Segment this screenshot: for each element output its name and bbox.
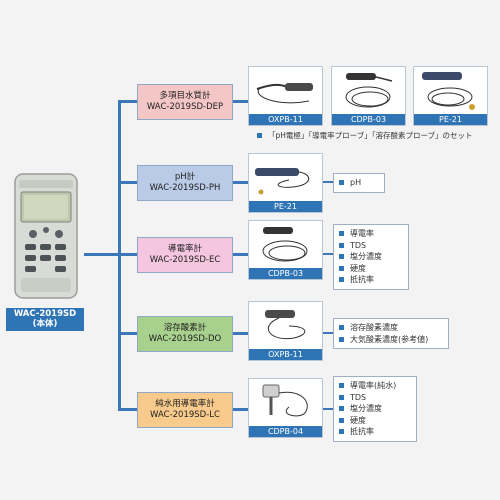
probe-image — [422, 72, 475, 110]
probe-image — [265, 310, 306, 340]
feature-list-do: 溶存酸素濃度 大気酸素濃度(参考値) — [333, 318, 449, 349]
bullet-icon — [339, 325, 344, 331]
feature-item: 塩分濃度 — [339, 251, 403, 263]
feature-item: TDS — [339, 392, 411, 404]
feature-item: 大気酸素濃度(参考値) — [339, 334, 443, 346]
branch-line-2 — [118, 181, 137, 184]
feature-item: 導電率 — [339, 228, 403, 240]
probe-card-oxpb-11-do: OXPB-11 — [248, 301, 323, 361]
category-name: 導電率計 — [167, 244, 202, 254]
bullet-icon — [339, 277, 344, 283]
cat-link-2 — [233, 181, 248, 184]
bullet-icon — [339, 394, 344, 400]
category-model: WAC-2019SD-DO — [148, 334, 222, 344]
probe-card-cdpb-03: CDPB-03 — [331, 66, 406, 126]
bullet-icon — [339, 383, 344, 389]
bullet-icon — [339, 180, 344, 186]
category-box-ec: 導電率計 WAC-2019SD-EC — [137, 237, 233, 273]
feature-item: pH — [339, 177, 379, 189]
category-box-lc: 純水用導電率計 WAC-2019SD-LC — [137, 392, 233, 428]
probe-card-cdpb-04: CDPB-04 — [248, 378, 323, 438]
feat-link-3 — [323, 253, 333, 255]
feature-item: TDS — [339, 240, 403, 252]
feature-item: 導電率(純水) — [339, 380, 411, 392]
feature-item: 溶存酸素濃度 — [339, 322, 443, 334]
cat-link-5 — [233, 408, 248, 411]
main-unit-label: WAC-2019SD (本体) — [6, 308, 84, 331]
set-note: 「pH電極」「導電率プローブ」「溶存酸素プローブ」のセット — [257, 130, 473, 141]
feature-item: 抵抗率 — [339, 426, 411, 438]
cat-link-4 — [233, 332, 248, 335]
probe-card-pe-21: PE-21 — [248, 153, 323, 213]
probe-label: PE-21 — [249, 201, 322, 212]
main-unit-subtitle: (本体) — [32, 319, 58, 329]
probe-label: PE-21 — [414, 114, 487, 125]
category-box-ph: pH計 WAC-2019SD-PH — [137, 165, 233, 201]
probe-image — [262, 227, 308, 262]
category-name: 純水用導電率計 — [155, 399, 215, 409]
probe-card-pe-21-set: PE-21 — [413, 66, 488, 126]
probe-image — [345, 73, 393, 108]
main-unit-model: WAC-2019SD — [13, 309, 77, 319]
feature-list-lc: 導電率(純水) TDS 塩分濃度 硬度 抵抗率 — [333, 376, 417, 442]
feat-link-2 — [323, 181, 333, 183]
feature-list-ec: 導電率 TDS 塩分濃度 硬度 抵抗率 — [333, 224, 409, 290]
probe-label: CDPB-04 — [249, 426, 322, 437]
probe-image — [256, 83, 313, 104]
bullet-icon — [257, 133, 262, 138]
probe-label: OXPB-11 — [249, 114, 322, 125]
branch-line-4 — [118, 332, 137, 335]
bullet-icon — [339, 429, 344, 435]
bullet-icon — [339, 336, 344, 342]
probe-image — [262, 384, 308, 417]
bullet-icon — [339, 242, 344, 248]
category-name: 多項目水質計 — [159, 91, 211, 101]
feature-item: 硬度 — [339, 263, 403, 275]
bullet-icon — [339, 231, 344, 237]
probe-label: CDPB-03 — [332, 114, 405, 125]
category-box-dep: 多項目水質計 WAC-2019SD-DEP — [137, 84, 233, 120]
bullet-icon — [339, 254, 344, 260]
trunk-line — [84, 253, 120, 256]
feat-link-5 — [323, 408, 333, 410]
set-note-text: 「pH電極」「導電率プローブ」「溶存酸素プローブ」のセット — [268, 131, 473, 140]
feature-item: 塩分濃度 — [339, 403, 411, 415]
category-model: WAC-2019SD-LC — [150, 410, 220, 420]
probe-label: CDPB-03 — [249, 268, 322, 279]
probe-card-cdpb-03-ec: CDPB-03 — [248, 220, 323, 280]
bullet-icon — [339, 417, 344, 423]
meter-device-image — [13, 172, 79, 300]
feature-item: 硬度 — [339, 415, 411, 427]
bullet-icon — [339, 406, 344, 412]
feature-list-ph: pH — [333, 173, 385, 193]
probe-image — [255, 168, 310, 195]
category-name: pH計 — [174, 172, 196, 182]
category-model: WAC-2019SD-EC — [149, 255, 221, 265]
category-model: WAC-2019SD-PH — [149, 183, 221, 193]
branch-line-5 — [118, 408, 137, 411]
cat-link-3 — [233, 253, 248, 256]
feature-item: 抵抗率 — [339, 274, 403, 286]
feat-link-4 — [323, 332, 333, 334]
probe-card-oxpb-11: OXPB-11 — [248, 66, 323, 126]
cat-link-1 — [233, 100, 248, 103]
category-box-do: 溶存酸素計 WAC-2019SD-DO — [137, 316, 233, 352]
category-model: WAC-2019SD-DEP — [146, 102, 224, 112]
probe-label: OXPB-11 — [249, 349, 322, 360]
branch-line-1 — [118, 100, 137, 103]
bullet-icon — [339, 265, 344, 271]
branch-line-3 — [118, 253, 137, 256]
category-name: 溶存酸素計 — [163, 323, 207, 333]
